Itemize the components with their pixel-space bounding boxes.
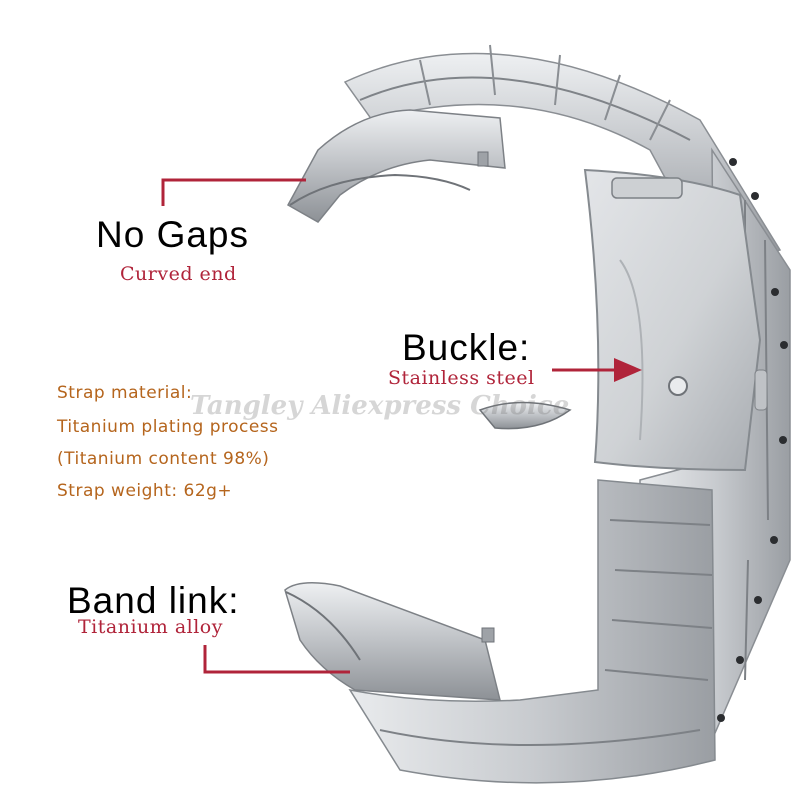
no-gaps-title: No Gaps	[96, 214, 250, 255]
buckle-subtitle: Stainless steel	[388, 367, 535, 389]
upper-band	[286, 44, 782, 271]
buckle-clasp	[583, 168, 768, 472]
band-link-subtitle: Titanium alloy	[78, 616, 223, 638]
spec-line: Titanium plating process	[57, 417, 279, 437]
watermark: Tangley Aliexpress Choice	[190, 391, 570, 421]
spec-line: (Titanium content 98%)	[57, 449, 270, 469]
band-link-title: Band link:	[67, 580, 240, 621]
no-gaps-subtitle: Curved end	[120, 263, 237, 285]
lower-band	[284, 479, 716, 784]
callout-leaders	[161, 178, 350, 674]
spec-line: Strap material:	[57, 383, 193, 403]
buckle-arrow-icon	[614, 358, 642, 382]
clasp-latch	[478, 401, 572, 430]
spec-line: Strap weight: 62g+	[57, 481, 233, 501]
buckle-title: Buckle:	[402, 327, 531, 368]
